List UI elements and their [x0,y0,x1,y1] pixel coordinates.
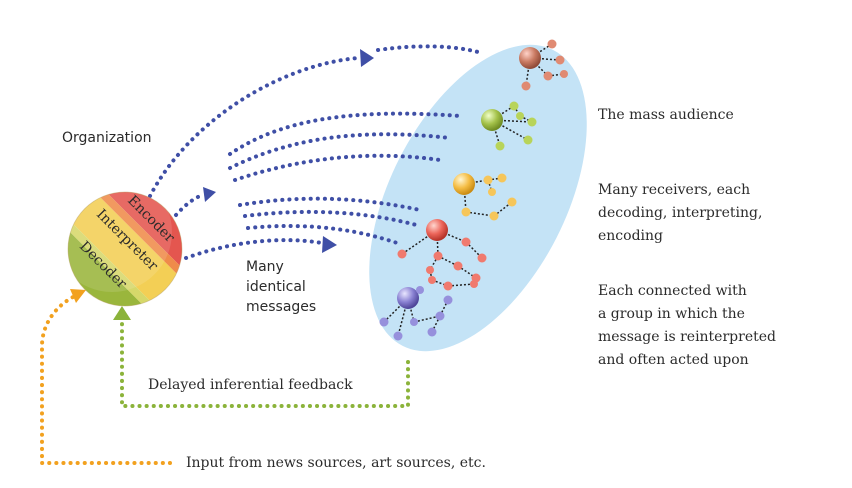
many-identical-messages-label: Many identical messages [246,257,316,317]
input-sources-arrow [40,294,172,465]
message-arrow-top-continuation [376,44,480,54]
receiver-group-4 [397,219,487,291]
delayed-feedback-arrow [120,316,410,408]
delayed-feedback-label: Delayed inferential feedback [148,377,353,393]
connected-line-3: message is reinterpreted [598,329,776,345]
input-arrowhead [70,289,86,303]
message-line-6 [246,223,402,246]
message-line-4 [238,196,422,212]
many-receivers-label: Many receivers, each decoding, interpret… [598,179,762,248]
message-line-5 [243,209,422,228]
arrowhead-mid [203,187,216,202]
receivers-line-1: Many receivers, each [598,182,751,198]
message-line-1 [228,111,462,156]
receiver-group-3 [453,173,517,221]
arrowhead-top [360,49,374,67]
connected-line-1: Each connected with [598,283,747,299]
feedback-arrowhead [113,306,131,320]
organization-label: Organization [62,130,152,146]
receiver-group-2 [481,101,537,151]
message-arrow-lower [184,238,324,260]
connected-line-2: a group in which the [598,306,745,322]
message-arrow-mid-short [174,194,202,217]
mass-audience-label: The mass audience [598,107,734,123]
input-sources-label: Input from news sources, art sources, et… [186,455,486,471]
arrowhead-lower [322,236,337,253]
receivers-line-3: encoding [598,228,663,244]
messages-line-1: Many [246,259,284,275]
messages-line-3: messages [246,299,317,315]
receiver-group-5 [379,286,453,341]
connected-line-4: and often acted upon [598,352,749,368]
mass-audience-ellipse [369,44,587,352]
receiver-group-1 [519,39,568,91]
message-arrows [148,44,480,260]
message-line-2 [228,132,452,170]
each-connected-label: Each connected with a group in which the… [598,280,776,372]
receivers-line-2: decoding, interpreting, [598,205,763,221]
message-arrow-top [148,56,360,198]
messages-line-2: identical [246,279,306,295]
organization-circle [68,192,182,306]
